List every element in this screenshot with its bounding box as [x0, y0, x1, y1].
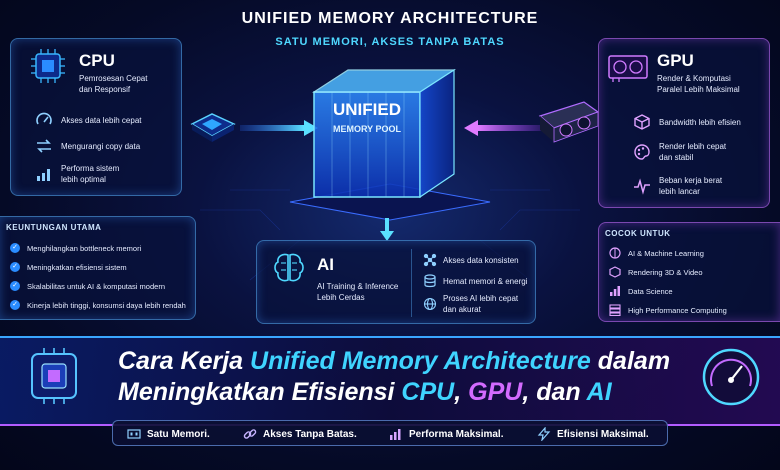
cpu-panel: CPU Pemrosesan Cepat dan Responsif Akses…: [10, 38, 182, 196]
ai-divider: [411, 249, 412, 317]
gpu-title: GPU: [657, 51, 694, 70]
pool-label-line2: MEMORY POOL: [332, 124, 401, 134]
ai-feature-2: Hemat memori & energi: [423, 274, 527, 288]
footer-item: Efisiensi Maksimal.: [537, 427, 649, 441]
memory-icon: [127, 427, 141, 441]
benefits-heading: KEUNTUNGAN UTAMA: [6, 223, 102, 232]
check-icon: ✓: [10, 262, 20, 272]
cpu-to-pool-arrow: [240, 120, 318, 136]
palette-icon: [633, 143, 651, 161]
cpu-feature-2: Mengurangi copy data: [35, 137, 140, 155]
suitable-item: High Performance Computing: [609, 304, 727, 316]
brain-icon: [271, 251, 307, 290]
benefit-item: ✓Kinerja lebih tinggi, konsumsi daya leb…: [10, 300, 186, 310]
lightning-icon: [537, 427, 551, 441]
memory-pool-cube: [270, 52, 510, 227]
check-icon: ✓: [10, 243, 20, 253]
chart-icon: [389, 427, 403, 441]
check-icon: ✓: [10, 300, 20, 310]
benefit-item: ✓Menghilangkan bottleneck memori: [10, 243, 141, 253]
bar-chart-icon: [35, 165, 53, 183]
gpu-feature-1: Bandwidth lebih efisien: [633, 113, 741, 131]
cube-icon: [609, 266, 621, 278]
gpu-card-icon: [607, 53, 649, 88]
speedometer-icon: [35, 111, 53, 129]
benefit-item: ✓Meningkatkan efisiensi sistem: [10, 262, 127, 272]
suitable-panel: COCOK UNTUK AI & Machine Learning Render…: [598, 222, 780, 322]
cpu-chip-icon: [29, 47, 67, 90]
suitable-item: Rendering 3D & Video: [609, 266, 703, 278]
footer-item: Satu Memori.: [127, 427, 210, 441]
footer-item: Performa Maksimal.: [389, 427, 504, 441]
link-icon: [243, 427, 257, 441]
brain-icon: [609, 247, 621, 259]
footer-bar: Satu Memori. Akses Tanpa Batas. Performa…: [112, 420, 668, 446]
gauge-icon: [700, 346, 762, 413]
suitable-heading: COCOK UNTUK: [605, 229, 671, 238]
banner-chip-icon: [24, 346, 84, 411]
database-icon: [423, 274, 437, 288]
ai-title: AI: [317, 255, 334, 274]
pool-label-line1: UNIFIED: [333, 100, 401, 119]
suitable-item: Data Science: [609, 285, 673, 297]
swap-arrows-icon: [35, 137, 53, 155]
benefits-panel: KEUNTUNGAN UTAMA ✓Menghilangkan bottlene…: [0, 216, 196, 320]
gpu-desc: Render & Komputasi Paralel Lebih Maksima…: [657, 74, 740, 94]
headline-banner: [0, 336, 780, 426]
pool-to-ai-arrow: [380, 218, 394, 241]
page-title: UNIFIED MEMORY ARCHITECTURE: [241, 10, 539, 27]
footer-item: Akses Tanpa Batas.: [243, 427, 357, 441]
network-icon: [423, 253, 437, 267]
benefit-item: ✓Skalabilitas untuk AI & komputasi moder…: [10, 281, 165, 291]
server-icon: [609, 304, 621, 316]
headline-text: Cara Kerja Unified Memory Architecture d…: [118, 347, 671, 406]
gpu-card-graphic: [536, 96, 602, 155]
suitable-item: AI & Machine Learning: [609, 247, 704, 259]
ai-desc: AI Training & Inference Lebih Cerdas: [317, 282, 399, 302]
cpu-title: CPU: [79, 51, 115, 70]
pulse-icon: [633, 177, 651, 195]
cpu-chip-graphic: [182, 104, 242, 155]
ai-panel: AI AI Training & Inference Lebih Cerdas …: [256, 240, 536, 324]
check-icon: ✓: [10, 281, 20, 291]
cpu-desc: Pemrosesan Cepat dan Responsif: [79, 74, 148, 94]
cpu-feature-1: Akses data lebih cepat: [35, 111, 142, 129]
cube-icon: [633, 113, 651, 131]
gpu-panel: GPU Render & Komputasi Paralel Lebih Mak…: [598, 38, 770, 208]
bar-chart-icon: [609, 285, 621, 297]
ai-feature-1: Akses data konsisten: [423, 253, 519, 267]
globe-icon: [423, 297, 437, 311]
page-subtitle: SATU MEMORI, AKSES TANPA BATAS: [275, 36, 505, 48]
gpu-to-pool-arrow: [464, 120, 542, 136]
